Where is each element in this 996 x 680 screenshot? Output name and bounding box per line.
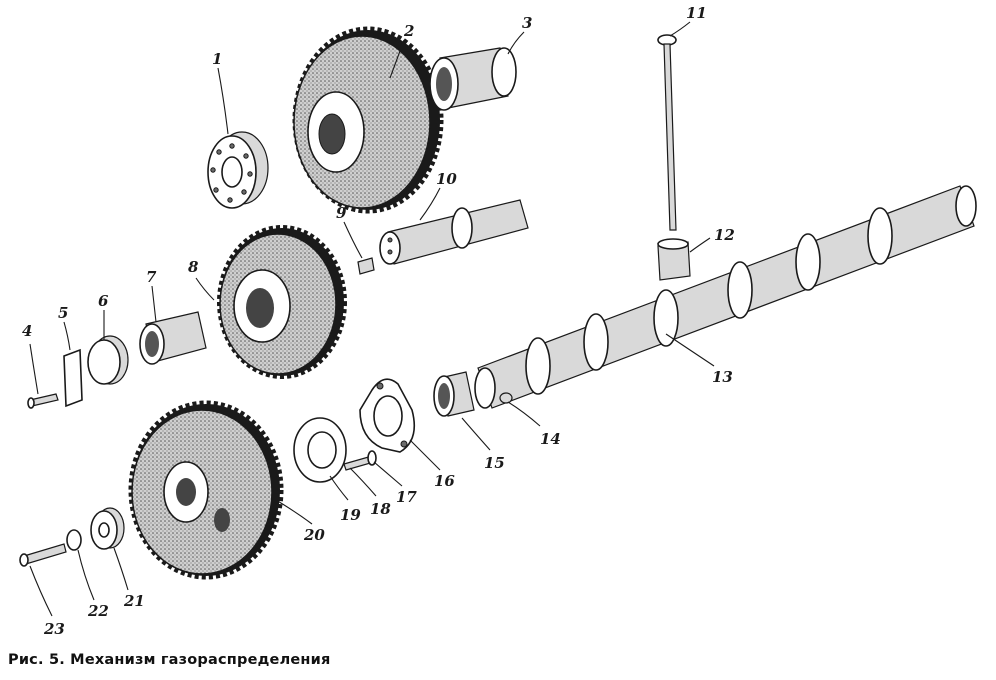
leader-lines	[29, 21, 715, 617]
part-label-5: 5	[58, 304, 68, 322]
part-label-3: 3	[522, 14, 532, 32]
part-5-lock-plate	[63, 348, 83, 408]
part-label-22: 22	[87, 602, 109, 620]
part-11-pushrod	[657, 34, 677, 231]
part-8-middle-gear	[217, 225, 347, 379]
part-label-20: 20	[303, 526, 325, 544]
part-label-23: 23	[43, 620, 65, 638]
part-label-12: 12	[714, 226, 735, 244]
part-20-lower-gear	[128, 400, 284, 580]
part-4-bolt	[27, 393, 59, 409]
part-1-flange	[207, 131, 269, 209]
figure-caption: Рис. 5. Механизм газораспределения	[8, 652, 331, 668]
part-label-4: 4	[22, 322, 32, 340]
part-label-21: 21	[123, 592, 145, 610]
part-label-16: 16	[434, 472, 455, 490]
part-23-bolt	[19, 543, 67, 567]
part-label-7: 7	[146, 268, 157, 286]
part-2-upper-gear	[292, 26, 444, 214]
part-3-bushing	[429, 47, 517, 111]
part-17-18-screw	[343, 450, 377, 471]
part-16-thrust-flange	[359, 378, 416, 453]
part-label-10: 10	[436, 170, 457, 188]
part-label-17: 17	[396, 488, 417, 506]
part-10-shaft	[379, 199, 529, 265]
part-label-14: 14	[540, 430, 561, 448]
part-label-2: 2	[403, 22, 414, 40]
part-label-11: 11	[686, 4, 707, 22]
part-14-key	[499, 392, 513, 404]
part-label-9: 9	[336, 204, 347, 222]
part-label-6: 6	[98, 292, 109, 310]
part-7-bushing	[139, 311, 207, 365]
part-label-8: 8	[188, 258, 199, 276]
part-label-13: 13	[712, 368, 733, 386]
part-19-spacer	[293, 417, 347, 483]
part-9-pin	[357, 257, 375, 275]
part-12-tappet	[657, 238, 691, 281]
part-label-1: 1	[212, 50, 222, 68]
part-21-washer	[90, 507, 125, 550]
part-label-18: 18	[370, 500, 391, 518]
part-label-19: 19	[340, 506, 361, 524]
part-13-camshaft	[474, 185, 977, 409]
part-6-washer	[87, 335, 129, 385]
part-15-ring	[433, 371, 475, 417]
part-label-15: 15	[484, 454, 505, 472]
part-22-lock-washer	[66, 529, 82, 551]
part-labels: 1 2 3 4 5 6 7 8 9 10 11 12 13 14 15 16 1…	[22, 4, 735, 638]
